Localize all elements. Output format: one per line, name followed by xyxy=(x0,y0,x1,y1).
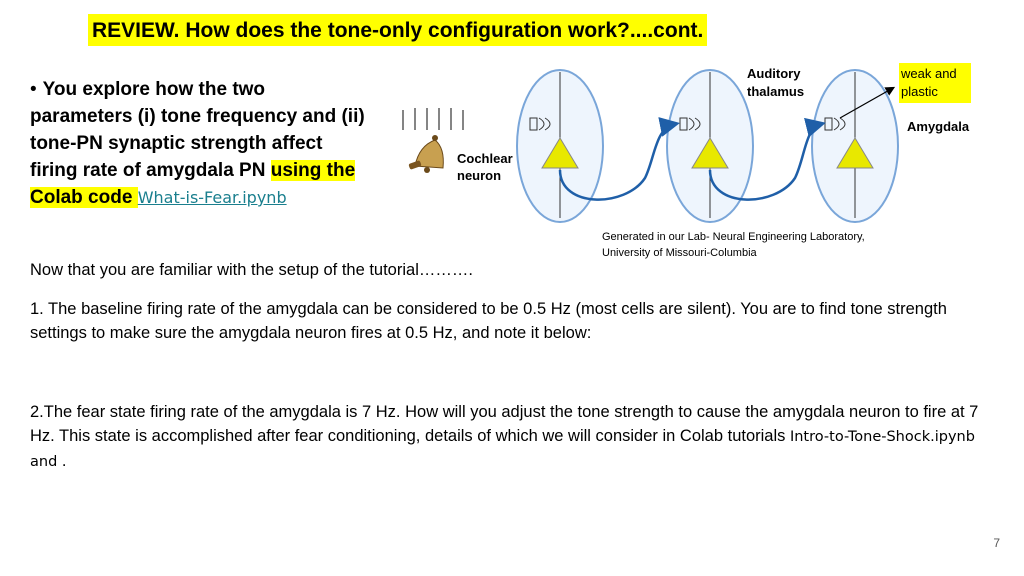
question-2: 2.The fear state firing rate of the amyg… xyxy=(30,400,1000,474)
bell-icon xyxy=(408,135,444,173)
auditory-label: Auditory xyxy=(747,66,801,81)
cochlear-neuron xyxy=(516,69,604,223)
plastic-label: plastic xyxy=(901,84,938,99)
page-number: 7 xyxy=(993,536,1000,550)
weak-plastic-highlight xyxy=(899,63,971,103)
amygdala-label: Amygdala xyxy=(907,119,970,134)
axon-thalamus-to-amygdala xyxy=(708,117,826,201)
thalamus-label: thalamus xyxy=(747,84,804,99)
bullet-text: You explore how the two parameters (i) t… xyxy=(30,79,365,181)
cochlear-label: Cochlear xyxy=(457,151,513,166)
plasticity-arrow xyxy=(839,86,896,119)
axon-cochlear-to-thalamus xyxy=(558,117,680,201)
neural-circuit-diagram: Cochlear neuron Auditory thalamus weak a… xyxy=(402,63,971,223)
amygdala-neuron xyxy=(811,69,899,223)
neuron-label: neuron xyxy=(457,168,501,183)
bullet-dot: • xyxy=(30,79,37,100)
intro-sentence: Now that you are familiar with the setup… xyxy=(30,261,473,279)
figure-credit: Generated in our Lab- Neural Engineering… xyxy=(602,231,865,259)
colab-link[interactable]: What-is-Fear.ipynb xyxy=(137,188,287,207)
question-2-text: 2.The fear state firing rate of the amyg… xyxy=(30,403,979,445)
question-1: 1. The baseline firing rate of the amygd… xyxy=(30,300,947,342)
slide-title: REVIEW. How does the tone-only configura… xyxy=(88,14,708,46)
weak-and-label: weak and xyxy=(900,66,957,81)
question-2-end: . xyxy=(57,452,67,470)
bullet-point: •You explore how the two parameters (i) … xyxy=(30,76,370,211)
thalamus-neuron xyxy=(666,69,754,223)
tone-stimulus-lines xyxy=(402,108,464,130)
tone-shock-notebook-link[interactable]: Intro-to-Tone-Shock.ipynb and xyxy=(30,429,975,470)
